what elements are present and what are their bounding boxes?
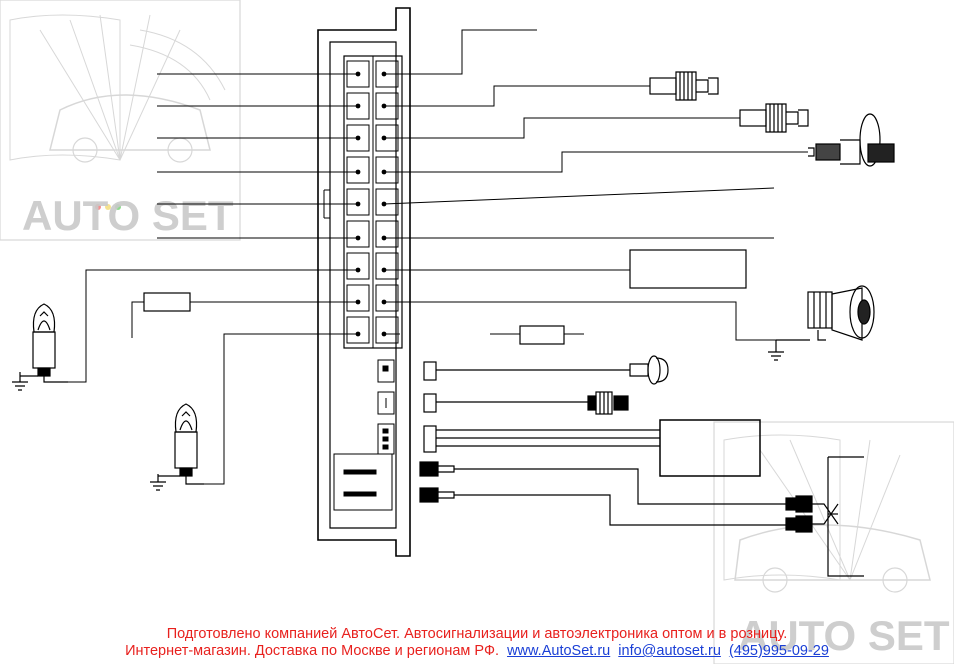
footer-email-link[interactable]: info@autoset.ru [618, 643, 721, 659]
footer-contact-line: Интернет-магазин. Доставка по Москве и р… [0, 643, 954, 660]
valet-switch-connector [423, 391, 629, 415]
resistor-right [519, 325, 565, 345]
led-connector [423, 355, 669, 385]
lock-connectors [419, 456, 864, 577]
watermark-logo-top [0, 0, 241, 241]
watermark-logo-bottom [713, 421, 954, 664]
bulb-upper [12, 303, 68, 391]
watermark-brand-top: AUTO SET [22, 192, 234, 239]
footer-site-link[interactable]: www.AutoSet.ru [507, 643, 611, 659]
hood-switch [808, 113, 895, 167]
resistor-left [143, 292, 191, 312]
siren-icon [768, 285, 875, 361]
left-wires [50, 73, 358, 485]
footer-company-line: Подготовлено компанией АвтоСет. Автосигн… [166, 626, 788, 642]
door-switch-2 [739, 103, 809, 133]
terminal-dots [355, 71, 387, 337]
watermark-brand-bottom: AUTO SET [738, 612, 950, 659]
shock-sensor-connector [423, 419, 761, 477]
right-wires [383, 29, 810, 341]
footer-shop-text: Интернет-магазин. Доставка по Москве и р… [125, 643, 499, 659]
door-switch-1 [649, 71, 719, 101]
module-box [629, 249, 747, 289]
control-unit [317, 7, 411, 557]
footer-phone-link[interactable]: (495)995-09-29 [728, 643, 829, 659]
bulb-lower [150, 403, 204, 491]
terminal-block [346, 60, 399, 344]
unit-small-connectors [333, 359, 395, 511]
